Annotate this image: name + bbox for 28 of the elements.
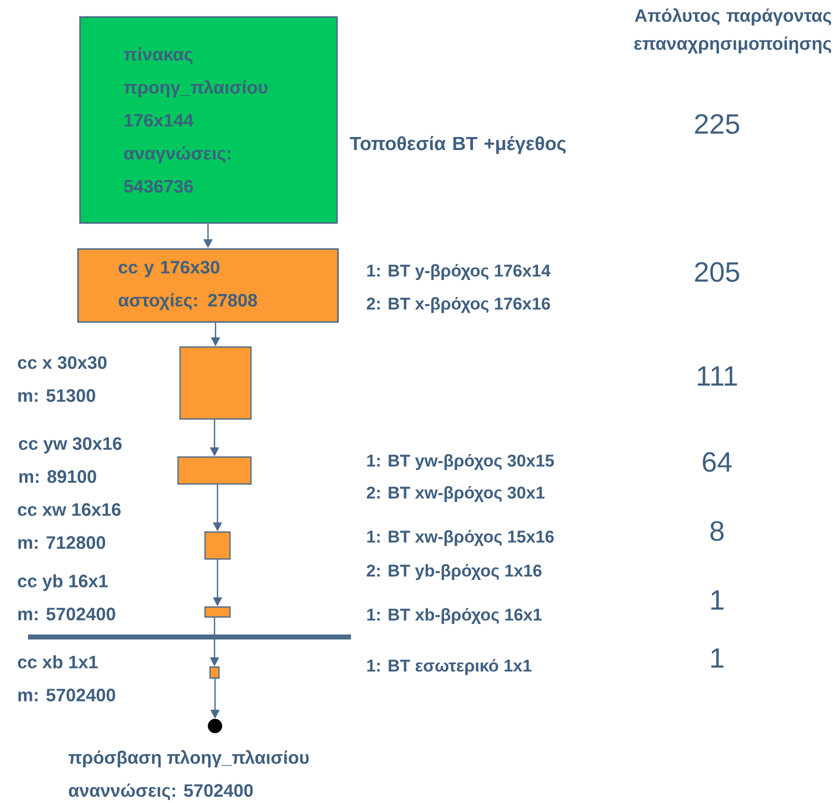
block-label: 2: BT xw-βρόχος 30x1 — [366, 486, 544, 502]
reuse-value: 64 — [702, 452, 732, 472]
block-box — [204, 531, 231, 560]
reuse-value: 205 — [695, 262, 740, 282]
block-box — [179, 346, 252, 420]
block-label: 1: BT yw-βρόχος 30x15 — [367, 454, 554, 470]
node-caption: cc x 30x30 m: 51300 — [18, 356, 107, 402]
block-label: 1: BT εσωτερικό 1x1 — [367, 658, 532, 676]
block-label: 1: BT xb-βρόχος 16x1 — [367, 608, 542, 624]
process-box: πίνακας προηγ_πλαισίου 176x144 αναγνώσεις: 5436736 — [79, 16, 338, 224]
node-caption: cc xb 1x1 m: 5702400 — [18, 655, 116, 702]
block-label: 2: BT x-βρόχος 176x16 — [366, 296, 550, 314]
block-box — [209, 666, 220, 679]
block-label: 2: BT yb-βρόχος 1x16 — [366, 564, 542, 580]
block-box — [177, 456, 252, 485]
end-dot — [208, 718, 222, 734]
block-box — [204, 606, 231, 618]
reuse-value: 225 — [695, 114, 740, 134]
column-heading: Απόλυτος παράγοντας επαναχρησιμοποίησης — [634, 8, 832, 54]
node-caption: cc yb 16x1 m: 5702400 — [18, 574, 116, 620]
reuse-value: 1 — [711, 590, 724, 610]
process-box: cc y 176x30 αστοχίες: 27808 — [77, 248, 339, 323]
block-label: 1: BT xw-βρόχος 15x16 — [367, 530, 554, 546]
reuse-value: 111 — [698, 366, 737, 386]
block-label: 1: BT y-βρόχος 176x14 — [367, 264, 550, 280]
reuse-value: 1 — [711, 648, 724, 668]
reuse-value: 8 — [710, 521, 724, 541]
node-caption: πρόσβαση πλοηγ_πλαισίου αναννώσεις: 5702400 — [68, 750, 309, 800]
